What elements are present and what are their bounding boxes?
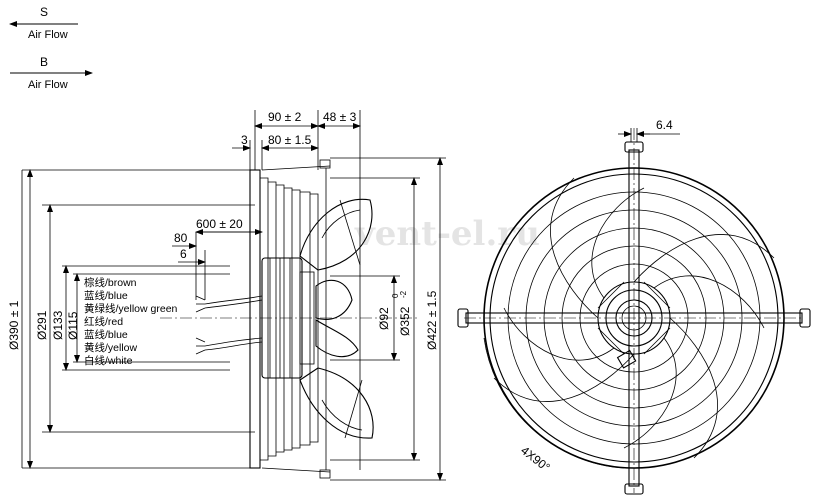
dim-92: Ø92 [377, 307, 391, 330]
dim-352-tol-top: 0 [391, 293, 400, 298]
dim-600: 600 ± 20 [196, 217, 243, 231]
wire-labels: 棕线/brown 蓝线/blue 黄绿线/yellow green 红线/red… [84, 276, 178, 367]
dim-angle: 4X90° [518, 443, 553, 474]
wire-label: 蓝线/blue [84, 328, 128, 341]
dim-352-tol-bottom: -2 [399, 290, 408, 298]
watermark-text: vent-el.ru [354, 214, 540, 254]
dim-6-4: 6.4 [656, 118, 673, 132]
legend-b-letter: B [40, 55, 48, 69]
side-view: Ø390 ± 1 Ø291 Ø133 Ø115 [7, 110, 446, 481]
cable-bundle [195, 295, 263, 355]
fan-blades-side [299, 198, 374, 439]
wire-label: 蓝线/blue [84, 289, 128, 302]
legend-s-letter: S [40, 5, 48, 19]
dim-3: 3 [241, 133, 248, 147]
wire-label: 棕线/brown [84, 276, 137, 289]
legend-s-label: Air Flow [28, 29, 68, 41]
dim-80: 80 ± 1.5 [268, 133, 312, 147]
dim-422: Ø422 ± 1.5 [425, 290, 439, 350]
dim-133: Ø133 [51, 310, 65, 340]
dim-291: Ø291 [35, 310, 49, 340]
dim-48: 48 ± 3 [323, 110, 357, 124]
dim-115: Ø115 [66, 311, 80, 340]
legend-b-label: Air Flow [28, 79, 68, 91]
wire-label: 白线/white [84, 354, 133, 367]
wire-label: 红线/red [84, 315, 123, 328]
front-view: 6.4 4X90° [457, 118, 811, 495]
dim-6: 6 [180, 247, 187, 261]
dim-80b: 80 [174, 231, 188, 245]
dim-352: Ø352 [398, 306, 412, 336]
dim-90: 90 ± 2 [268, 110, 302, 124]
airflow-legend: S Air Flow B Air Flow [9, 5, 93, 91]
dim-390: Ø390 ± 1 [7, 300, 21, 350]
wire-label: 黄线/yellow [84, 341, 138, 354]
wire-label: 黄绿线/yellow green [84, 302, 178, 315]
